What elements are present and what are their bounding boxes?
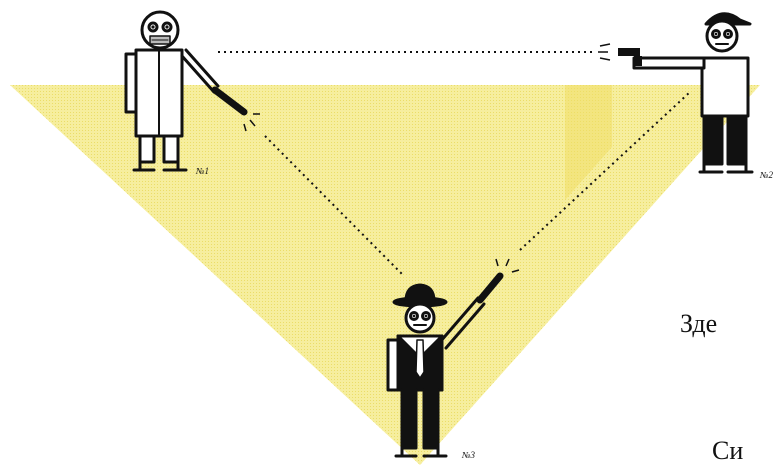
caption-line-1: Зде	[680, 309, 717, 339]
gun-2	[598, 44, 642, 66]
figure-1-label: №1	[195, 166, 209, 176]
figure-2-label: №2	[759, 170, 773, 180]
caption-line-2: Си	[712, 436, 743, 466]
figure-3-label: №3	[461, 450, 475, 460]
yellow-triangle	[10, 85, 760, 465]
